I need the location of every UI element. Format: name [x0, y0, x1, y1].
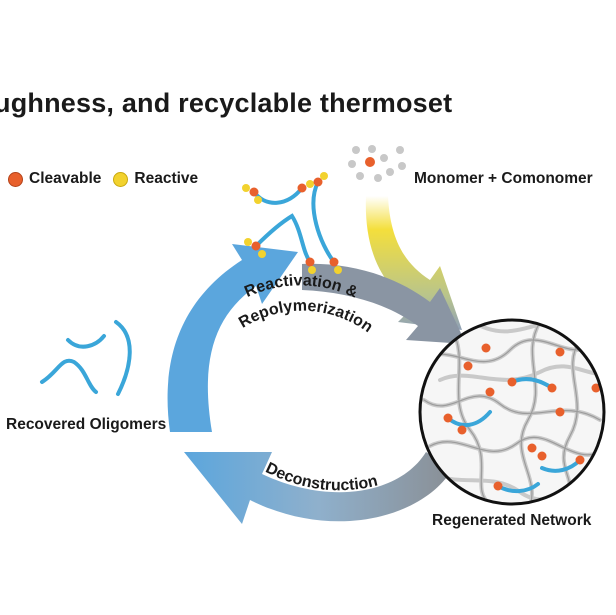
monomer-cluster-icon	[348, 145, 406, 182]
legend: Cleavable Reactive	[8, 170, 198, 188]
reactive-dot-icon	[113, 171, 129, 187]
regenerated-network-label: Regenerated Network	[432, 512, 592, 529]
reactivated-oligomers-icon	[252, 180, 336, 264]
recovered-oligomers-label: Recovered Oligomers	[6, 416, 167, 433]
regenerated-network-icon	[418, 318, 606, 506]
end-group-dots	[242, 172, 342, 274]
legend-cleavable-label: Cleavable	[29, 170, 102, 187]
repolymerization-arrow	[302, 263, 466, 344]
figure-title: ughness, and recyclable thermoset	[0, 88, 453, 118]
monomer-comonomer-label: Monomer + Comonomer	[414, 170, 593, 187]
deconstruction-arrow	[184, 452, 452, 524]
legend-reactive-label: Reactive	[134, 170, 199, 187]
svg-text:Repolymerization: Repolymerization	[236, 298, 376, 336]
repolymerization-label: Repolymerization	[236, 298, 376, 336]
reactivation-arrow	[167, 244, 298, 432]
cleavable-dot-icon	[8, 171, 23, 187]
recovered-oligomers-icon	[40, 320, 132, 396]
